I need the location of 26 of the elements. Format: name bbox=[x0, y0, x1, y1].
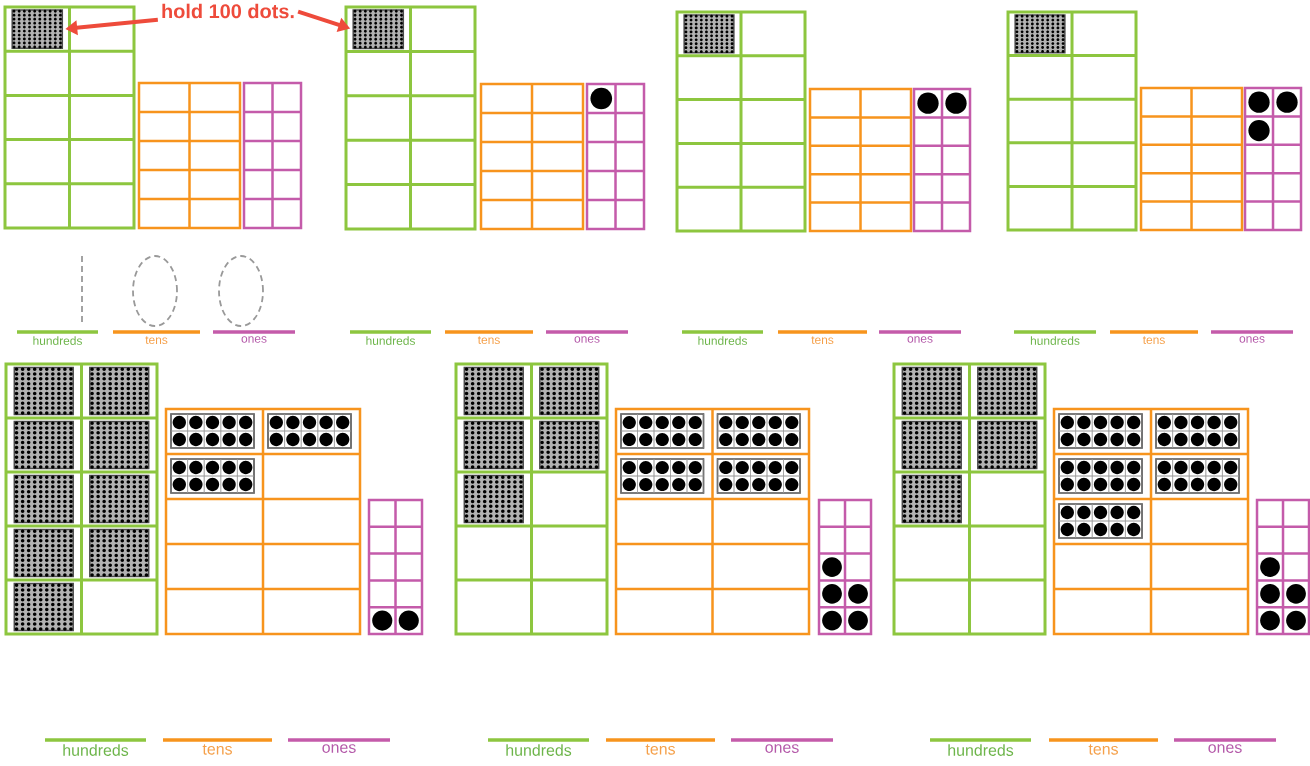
place-label: hundreds bbox=[63, 744, 129, 756]
place-label: hundreds bbox=[366, 336, 415, 345]
hundred-block bbox=[352, 9, 405, 50]
place-label: hundreds bbox=[1030, 336, 1080, 345]
place-label: hundreds bbox=[698, 336, 747, 345]
place-label: hundreds bbox=[948, 744, 1014, 756]
place-label: tens bbox=[1142, 336, 1165, 345]
place-label: hundreds bbox=[33, 336, 82, 345]
place-label: ones bbox=[574, 336, 600, 343]
place-label: ones bbox=[765, 744, 799, 753]
hundred-block bbox=[11, 9, 64, 49]
place-label: tens bbox=[145, 336, 168, 345]
hundred-block bbox=[1014, 14, 1066, 54]
place-label: ones bbox=[241, 336, 267, 343]
callout-text: hold 100 dots. bbox=[162, 3, 294, 19]
place-label: ones bbox=[322, 744, 356, 753]
place-label: ones bbox=[907, 336, 933, 343]
hundred-block bbox=[683, 14, 735, 54]
place-label: tens bbox=[202, 744, 232, 755]
place-label: ones bbox=[1239, 336, 1265, 343]
place-label: tens bbox=[477, 336, 500, 345]
place-label: hundreds bbox=[506, 744, 572, 756]
place-label: tens bbox=[645, 744, 675, 755]
place-label: ones bbox=[1208, 744, 1242, 753]
place-label: tens bbox=[811, 336, 834, 345]
place-label: tens bbox=[1088, 744, 1118, 755]
